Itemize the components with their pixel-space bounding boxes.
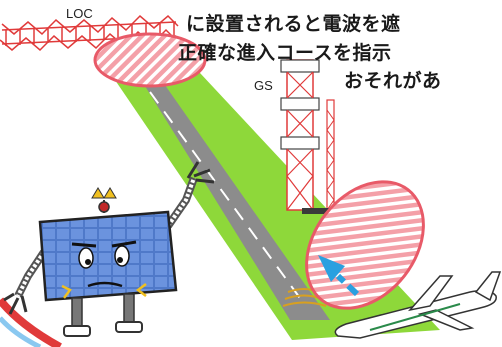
caption-line-1: に設置されると電波を遮: [186, 13, 401, 35]
loc-label: LOC: [66, 6, 93, 21]
restricted-zone-gs: [305, 180, 425, 310]
runway: [140, 78, 330, 320]
glide-slope-tower-icon: [280, 59, 342, 221]
caption-line-3: おそれがあ: [344, 70, 442, 92]
approach-arrow-icon: [318, 255, 360, 297]
gs-label: GS: [254, 78, 273, 93]
restricted-zone-loc: [93, 32, 207, 88]
caption-line-2: 正確な進入コースを指示: [178, 42, 392, 64]
solar-panel-robot-icon: [3, 161, 215, 337]
decorative-swoosh-inner: [0, 316, 42, 347]
decorative-swoosh: [0, 297, 62, 347]
runway-centerline: [149, 91, 306, 306]
airplane-icon: [334, 271, 502, 339]
